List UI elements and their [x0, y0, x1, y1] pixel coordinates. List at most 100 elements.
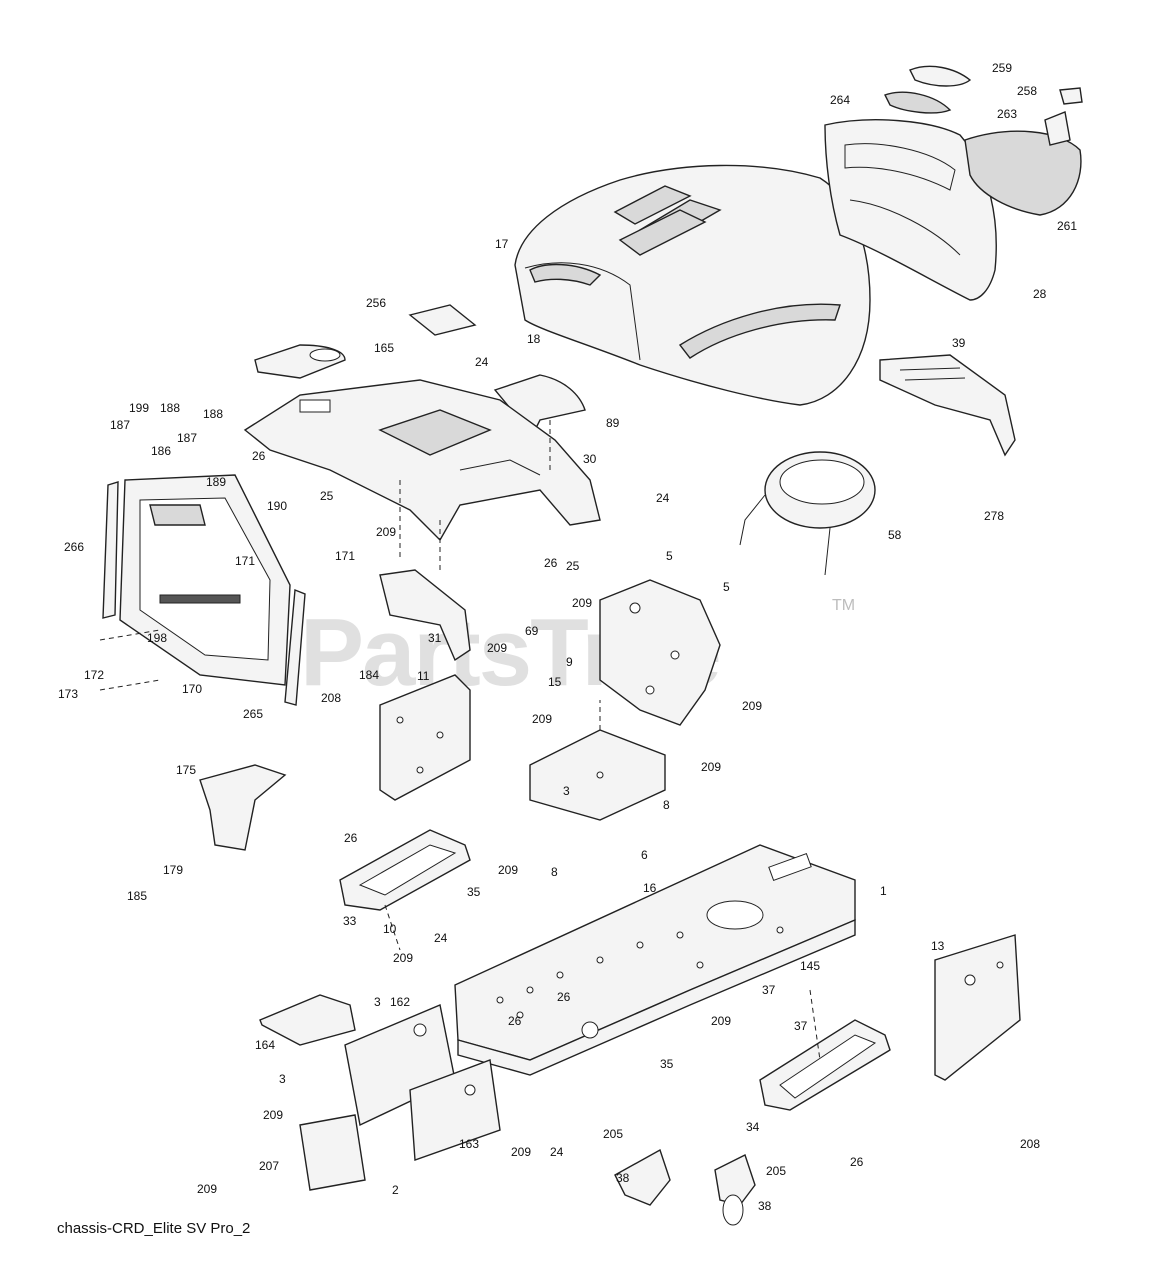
callout-label: 34 [746, 1120, 760, 1134]
callout-label: 26 [252, 449, 266, 463]
callout-label: 164 [255, 1038, 275, 1052]
trim-part-265 [284, 589, 306, 706]
callout-label: 198 [147, 631, 167, 645]
bracket-part-263 [1044, 111, 1071, 146]
callout-label: 13 [931, 939, 945, 953]
bracket-part-164 [259, 994, 356, 1046]
callout-labels: 259 264 258 263 261 28 17 18 39 256 165 … [58, 61, 1077, 1213]
bracket-part-39 [879, 354, 1016, 457]
callout-label: 16 [643, 881, 657, 895]
callout-label: 205 [766, 1164, 786, 1178]
callout-label: 17 [495, 237, 509, 251]
callout-label: 263 [997, 107, 1017, 121]
callout-label: 5 [666, 549, 673, 563]
assembly-line [809, 989, 821, 1061]
callout-label: 26 [557, 990, 571, 1004]
callout-label: 266 [64, 540, 84, 554]
callout-label: 33 [343, 914, 357, 928]
callout-label: 24 [434, 931, 448, 945]
lens-part-259 [909, 65, 972, 87]
guard-part-175 [199, 764, 287, 851]
cover-part-256 [408, 304, 477, 336]
callout-label: 170 [182, 682, 202, 696]
callout-label: 145 [800, 959, 820, 973]
callout-label: 58 [888, 528, 902, 542]
bracket-part-31 [379, 569, 471, 662]
front-grille-housing-28 [824, 119, 997, 301]
rear-panel-part-170 [119, 474, 291, 686]
diagram-caption: chassis-CRD_Elite SV Pro_2 [57, 1220, 250, 1237]
callout-label: 209 [498, 863, 518, 877]
callout-label: 209 [487, 641, 507, 655]
callout-label: 37 [762, 983, 776, 997]
callout-label: 278 [984, 509, 1004, 523]
callout-label: 209 [701, 760, 721, 774]
callout-label: 25 [566, 559, 580, 573]
callout-label: 26 [544, 556, 558, 570]
callout-label: 186 [151, 444, 171, 458]
callout-label: 3 [279, 1072, 286, 1086]
callout-label: 208 [321, 691, 341, 705]
callout-label: 173 [58, 687, 78, 701]
callout-label: 8 [551, 865, 558, 879]
bracket-part-2 [299, 1114, 366, 1191]
callout-label: 205 [603, 1127, 623, 1141]
callout-label: 209 [393, 951, 413, 965]
callout-label: 162 [390, 995, 410, 1009]
callout-label: 89 [606, 416, 620, 430]
callout-label: 209 [742, 699, 762, 713]
callout-label: 190 [267, 499, 287, 513]
callout-label: 209 [572, 596, 592, 610]
callout-label: 2 [392, 1183, 399, 1197]
callout-label: 185 [127, 889, 147, 903]
callout-label: 24 [550, 1145, 564, 1159]
fender-dash-part-30 [243, 379, 601, 542]
callout-label: 30 [583, 452, 597, 466]
callout-label: 259 [992, 61, 1012, 75]
callout-label: 25 [320, 489, 334, 503]
side-panel-part-13 [934, 934, 1021, 1081]
callout-label: 8 [663, 798, 670, 812]
callout-label: 24 [656, 491, 670, 505]
callout-label: 171 [335, 549, 355, 563]
callout-label: 175 [176, 763, 196, 777]
callout-label: 10 [383, 922, 397, 936]
clip-part-258 [1059, 87, 1083, 105]
panel-part-163 [409, 1059, 501, 1161]
callout-label: 69 [525, 624, 539, 638]
callout-label: 165 [374, 341, 394, 355]
callout-label: 26 [344, 831, 358, 845]
callout-label: 1 [880, 884, 887, 898]
frame-holes [496, 926, 784, 1039]
callout-label: 187 [177, 431, 197, 445]
callout-label: 26 [508, 1014, 522, 1028]
cover-part-9 [599, 579, 721, 726]
footrest-part-33 [339, 829, 471, 911]
callout-label: 184 [359, 668, 379, 682]
callout-label: 38 [758, 1199, 772, 1213]
shroud-part-58 [739, 451, 876, 576]
grille-insert-261 [964, 130, 1082, 216]
callout-label: 188 [160, 401, 180, 415]
callout-label: 3 [374, 995, 381, 1009]
callout-label: 35 [467, 885, 481, 899]
callout-label: 209 [511, 1145, 531, 1159]
panel-part-11 [379, 674, 471, 801]
callout-label: 171 [235, 554, 255, 568]
callout-label: 6 [641, 848, 648, 862]
callout-label: 28 [1033, 287, 1047, 301]
hood-part-17 [514, 164, 871, 406]
callout-label: 15 [548, 675, 562, 689]
callout-label: 39 [952, 336, 966, 350]
callout-label: 18 [527, 332, 541, 346]
callout-label: 38 [616, 1171, 630, 1185]
callout-label: 188 [203, 407, 223, 421]
callout-label: 209 [532, 712, 552, 726]
headlight-part-264 [884, 91, 952, 114]
callout-label: 163 [459, 1137, 479, 1151]
callout-label: 264 [830, 93, 850, 107]
plate-part-6 [529, 729, 666, 821]
callout-label: 261 [1057, 219, 1077, 233]
callout-label: 199 [129, 401, 149, 415]
